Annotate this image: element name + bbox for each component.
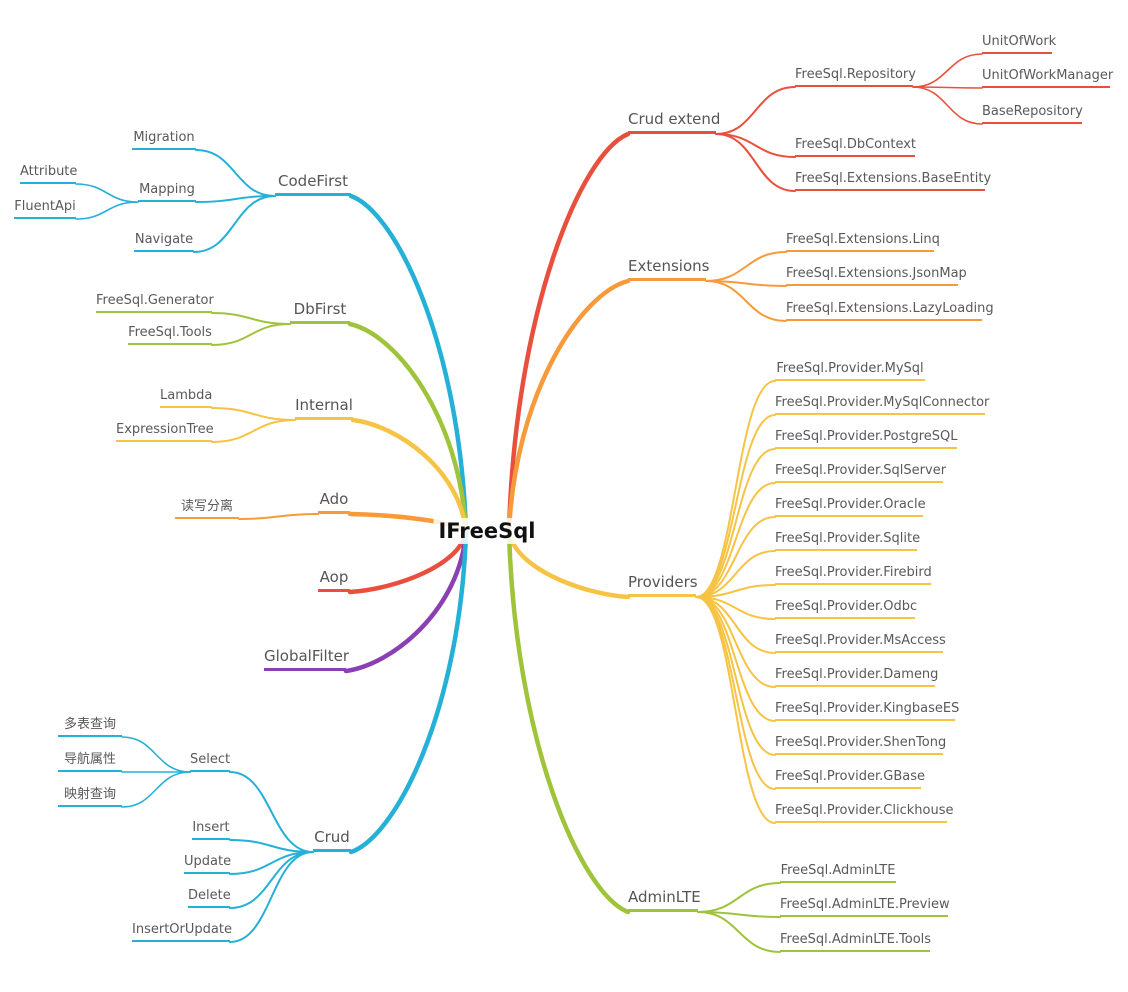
edge-adminlte [506,529,631,915]
node-freesql-provider-gbase[interactable]: FreeSql.Provider.GBase [775,769,925,789]
edge-unitofwork [912,53,983,88]
edge-freesql-adminlte [697,882,781,913]
node-freesql-provider-dameng[interactable]: FreeSql.Provider.Dameng [775,667,938,687]
node-freesql-provider-postgresql[interactable]: FreeSql.Provider.PostgreSQL [775,429,958,449]
edge-codefirst [348,193,469,535]
node-freesql-provider-odbc[interactable]: FreeSql.Provider.Odbc [775,599,917,619]
node-extensions[interactable]: Extensions [628,257,709,281]
edge-freesql-extensions-baseentity [715,133,796,192]
edge-多表查询 [121,736,191,773]
node-映射查询[interactable]: 映射查询 [58,787,122,807]
node-navigate[interactable]: Navigate [134,232,194,252]
edge-baserepository [912,86,983,125]
node-读写分离[interactable]: 读写分离 [175,499,239,519]
edge-fluentapi [75,201,139,220]
node-freesql-adminlte-preview[interactable]: FreeSql.AdminLTE.Preview [780,897,950,917]
edge-读写分离 [238,513,319,520]
node-lambda[interactable]: Lambda [160,388,212,408]
edge-freesql-provider-sqlserver [695,482,776,598]
edge-freesql-adminlte-tools [697,911,781,953]
node-globalfilter[interactable]: GlobalFilter [264,647,349,671]
edge-crud [348,529,469,855]
edge-internal [350,417,469,535]
node-select[interactable]: Select [190,752,230,772]
edge-freesql-provider-clickhouse [695,596,776,824]
node-baserepository[interactable]: BaseRepository [982,104,1083,124]
node-freesql-adminlte-tools[interactable]: FreeSql.AdminLTE.Tools [780,932,931,952]
node-freesql-provider-clickhouse[interactable]: FreeSql.Provider.Clickhouse [775,803,953,823]
edge-freesql-extensions-lazyloading [705,280,787,322]
node-freesql-provider-sqlserver[interactable]: FreeSql.Provider.SqlServer [775,463,946,483]
node-freesql-tools[interactable]: FreeSql.Tools [128,325,212,345]
node-freesql-extensions-linq[interactable]: FreeSql.Extensions.Linq [786,232,940,252]
node-codefirst[interactable]: CodeFirst [275,172,351,196]
edge-freesql-provider-mysqlconnector [695,414,776,598]
node-freesql-provider-shentong[interactable]: FreeSql.Provider.ShenTong [775,735,946,755]
node-freesql-provider-oracle[interactable]: FreeSql.Provider.Oracle [775,497,926,517]
node-freesql-dbcontext[interactable]: FreeSql.DbContext [795,137,916,157]
node-多表查询[interactable]: 多表查询 [58,717,122,737]
node-adminlte[interactable]: AdminLTE [628,888,701,912]
edge-select [229,771,314,853]
node-expressiontree[interactable]: ExpressionTree [116,422,214,442]
node-fluentapi[interactable]: FluentApi [14,199,76,219]
edge-freesql-provider-postgresql [695,448,776,598]
edge-freesql-provider-sqlite [695,550,776,598]
node-insert[interactable]: Insert [192,820,230,840]
node-attribute[interactable]: Attribute [20,164,77,184]
edge-unitofworkmanager [912,86,983,89]
node-crud[interactable]: Crud [313,828,351,852]
node-internal[interactable]: Internal [295,396,353,420]
edge-globalfilter [343,529,469,674]
node-freesql-extensions-lazyloading[interactable]: FreeSql.Extensions.LazyLoading [786,301,994,321]
node-freesql-extensions-baseentity[interactable]: FreeSql.Extensions.BaseEntity [795,171,991,191]
node-insertorupdate[interactable]: InsertOrUpdate [132,922,232,942]
edge-extensions [506,278,631,535]
node-aop[interactable]: Aop [318,568,350,592]
node-update[interactable]: Update [184,854,231,874]
node-migration[interactable]: Migration [132,130,196,150]
edge-freesql-provider-oracle [695,516,776,598]
node-freesql-provider-mysqlconnector[interactable]: FreeSql.Provider.MySqlConnector [775,395,989,415]
node-providers[interactable]: Providers [628,573,698,597]
edge-crud-extend [506,131,631,535]
edge-freesql-repository [715,86,796,135]
node-unitofworkmanager[interactable]: UnitOfWorkManager [982,68,1113,88]
node-unitofwork[interactable]: UnitOfWork [982,34,1056,54]
node-delete[interactable]: Delete [188,888,231,908]
edge-insertorupdate [229,851,314,943]
node-freesql-provider-mysql[interactable]: FreeSql.Provider.MySql [775,361,925,381]
edge-mapping [195,195,276,203]
edge-migration [195,149,276,197]
node-freesql-provider-kingbasees[interactable]: FreeSql.Provider.KingbaseES [775,701,959,721]
node-导航属性[interactable]: 导航属性 [58,752,122,772]
edge-freesql-tools [211,323,291,346]
edge-dbfirst [347,321,469,535]
node-freesql-extensions-jsonmap[interactable]: FreeSql.Extensions.JsonMap [786,266,967,286]
edge-映射查询 [121,771,191,808]
node-ado[interactable]: Ado [318,490,350,514]
node-mapping[interactable]: Mapping [138,182,196,202]
node-freesql-generator[interactable]: FreeSql.Generator [96,293,214,313]
edge-expressiontree [211,419,296,443]
node-dbfirst[interactable]: DbFirst [290,300,350,324]
node-crud-extend[interactable]: Crud extend [628,110,720,134]
edge-freesql-provider-mysql [695,380,776,598]
edge-attribute [75,183,139,203]
center-node-ifreesql[interactable]: IFreeSql [433,517,541,544]
node-freesql-provider-sqlite[interactable]: FreeSql.Provider.Sqlite [775,531,920,551]
edge-freesql-extensions-linq [705,251,787,282]
edge-navigate [193,195,276,253]
node-freesql-provider-msaccess[interactable]: FreeSql.Provider.MsAccess [775,633,946,653]
node-freesql-provider-firebird[interactable]: FreeSql.Provider.Firebird [775,565,932,585]
node-freesql-adminlte[interactable]: FreeSql.AdminLTE [780,863,896,883]
node-freesql-repository[interactable]: FreeSql.Repository [795,67,916,87]
